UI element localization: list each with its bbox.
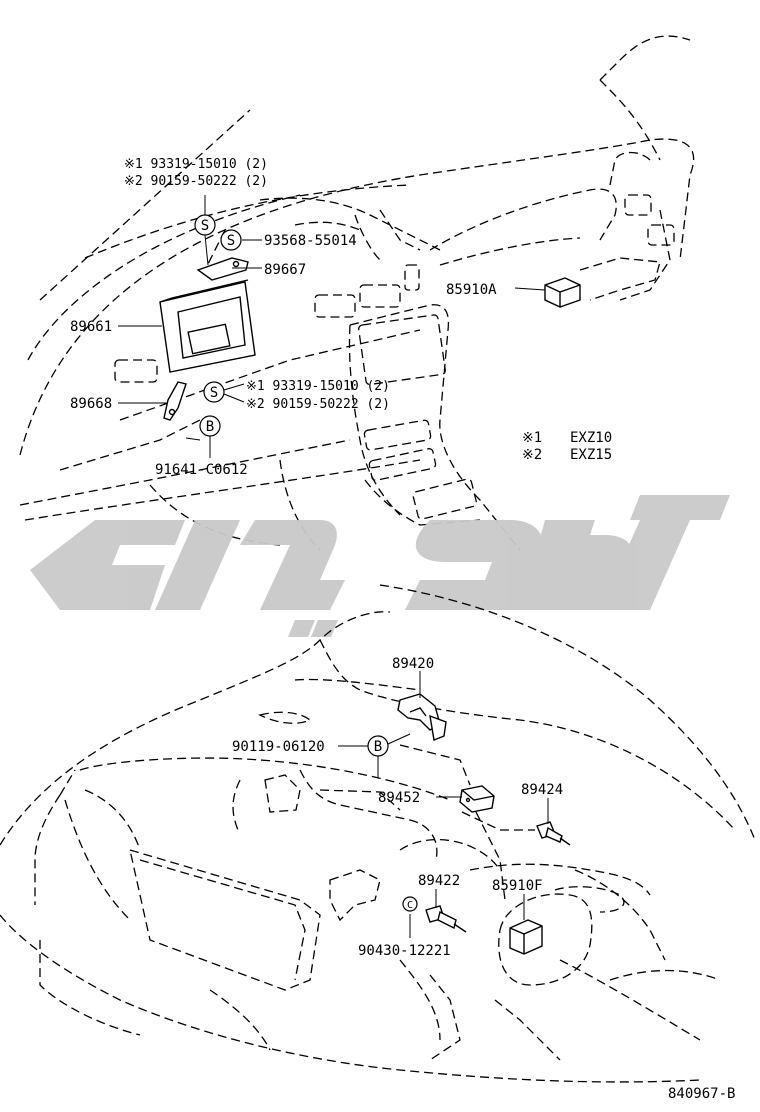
label-89424: 89424 (521, 782, 563, 798)
sensor-89452 (459, 785, 495, 813)
screw-symbol-3: S (203, 381, 225, 403)
label-89422: 89422 (418, 873, 460, 889)
note-line-2: ※2 90159-50222 (2) (124, 174, 268, 189)
reservoir (498, 893, 593, 986)
clip-symbol: C (402, 896, 418, 912)
note2-line-1: ※1 93319-15010 (2) (246, 379, 390, 394)
svg-text:EXZ15: EXZ15 (570, 447, 612, 463)
label-85910F: 85910F (492, 878, 543, 894)
svg-text:B: B (374, 739, 382, 755)
label-93568-55014: 93568-55014 (264, 233, 357, 249)
legend: ※1 EXZ10 ※2 EXZ15 (522, 430, 612, 463)
label-89420: 89420 (392, 656, 434, 672)
bracket-89667 (196, 257, 249, 281)
label-89668: 89668 (70, 396, 112, 412)
label-85910A: 85910A (446, 282, 497, 298)
note2-line-2: ※2 90159-50222 (2) (246, 397, 390, 412)
svg-text:EXZ10: EXZ10 (570, 430, 612, 446)
label-90430-12221: 90430-12221 (358, 943, 451, 959)
sensor-89422 (425, 905, 467, 933)
svg-text:S: S (210, 385, 218, 401)
svg-text:※2: ※2 (522, 447, 542, 463)
relay-85910F (509, 919, 543, 955)
leaders-upper (118, 195, 546, 458)
sensor-89420 (397, 693, 447, 741)
car-body-outline (0, 584, 756, 1083)
svg-text:C: C (407, 900, 413, 911)
label-90119-06120: 90119-06120 (232, 739, 325, 755)
note-line-1: ※1 93319-15010 (2) (124, 157, 268, 172)
dashboard-outline (19, 35, 695, 551)
screw-symbol-2: S (220, 229, 242, 251)
screw-symbol-1: S (194, 214, 216, 236)
relay-85910A (544, 257, 661, 308)
bolt-symbol-1: B (199, 415, 221, 437)
svg-text:B: B (206, 419, 214, 435)
label-89661: 89661 (70, 319, 112, 335)
label-91641-C0612: 91641-C0612 (155, 462, 248, 478)
label-89667: 89667 (264, 262, 306, 278)
leaders-lower (338, 671, 549, 938)
watermark (30, 495, 730, 637)
ecu-part (159, 279, 256, 373)
svg-text:※1: ※1 (522, 430, 542, 446)
diagram-id: 840967-B (668, 1086, 735, 1102)
bolt-symbol-2: B (367, 735, 389, 757)
label-89452: 89452 (378, 790, 420, 806)
hose-lines (399, 744, 535, 901)
bracket-89668 (163, 381, 187, 421)
svg-text:S: S (201, 218, 209, 234)
sensor-89424 (536, 821, 571, 846)
svg-text:S: S (227, 233, 235, 249)
